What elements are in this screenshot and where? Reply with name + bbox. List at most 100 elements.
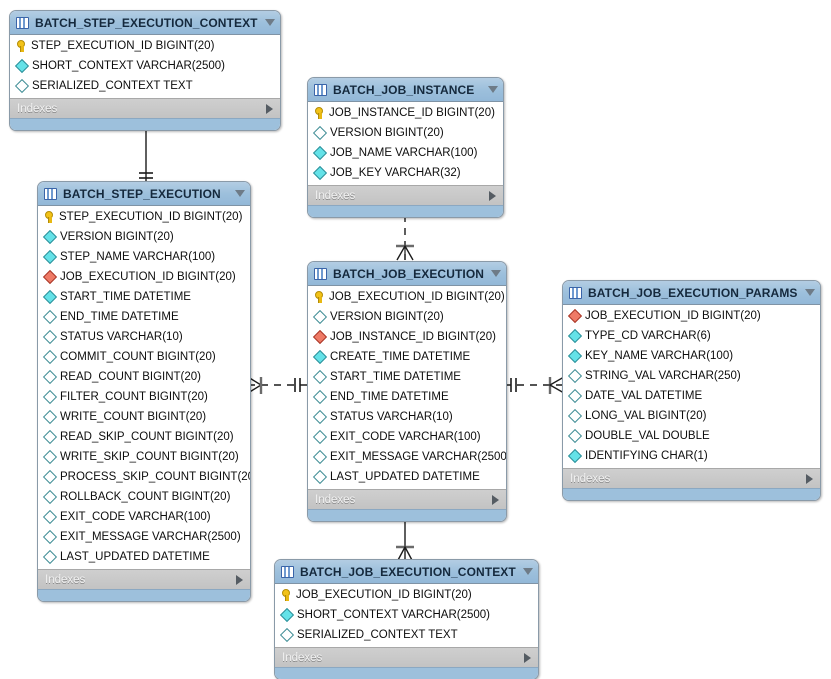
table-row[interactable]: TYPE_CD VARCHAR(6) <box>563 326 820 346</box>
table-row[interactable]: EXIT_CODE VARCHAR(100) <box>38 507 250 527</box>
key-icon <box>315 107 324 119</box>
diamond-icon <box>567 328 583 344</box>
table-batch-job-instance[interactable]: BATCH_JOB_INSTANCE JOB_INSTANCE_ID BIGIN… <box>307 77 504 218</box>
table-row[interactable]: JOB_INSTANCE_ID BIGINT(20) <box>308 103 503 123</box>
column-label: JOB_EXECUTION_ID BIGINT(20) <box>296 588 472 601</box>
column-label: PROCESS_SKIP_COUNT BIGINT(20) <box>60 470 251 483</box>
table-row[interactable]: FILTER_COUNT BIGINT(20) <box>38 387 250 407</box>
chevron-down-icon[interactable] <box>523 568 533 575</box>
table-row[interactable]: VERSION BIGINT(20) <box>308 307 506 327</box>
column-label: STATUS VARCHAR(10) <box>330 410 453 423</box>
relationship-job-execution-step-execution[interactable] <box>246 358 310 412</box>
diamond-icon <box>312 349 328 365</box>
table-row[interactable]: JOB_EXECUTION_ID BIGINT(20) <box>308 287 506 307</box>
table-row[interactable]: STEP_NAME VARCHAR(100) <box>38 247 250 267</box>
table-batch-step-execution-context[interactable]: BATCH_STEP_EXECUTION_CONTEXT STEP_EXECUT… <box>9 10 281 131</box>
table-row[interactable]: WRITE_SKIP_COUNT BIGINT(20) <box>38 447 250 467</box>
indexes-section[interactable]: Indexes <box>308 185 503 205</box>
column-label: JOB_INSTANCE_ID BIGINT(20) <box>329 106 495 119</box>
triangle-right-icon[interactable] <box>524 652 531 663</box>
table-row[interactable]: END_TIME DATETIME <box>38 307 250 327</box>
triangle-right-icon[interactable] <box>492 494 499 505</box>
table-row[interactable]: READ_SKIP_COUNT BIGINT(20) <box>38 427 250 447</box>
table-row[interactable]: STRING_VAL VARCHAR(250) <box>563 366 820 386</box>
column-label: JOB_EXECUTION_ID BIGINT(20) <box>329 290 505 303</box>
table-row[interactable]: JOB_INSTANCE_ID BIGINT(20) <box>308 327 506 347</box>
relationship-job-execution-params[interactable] <box>502 358 566 412</box>
table-row[interactable]: VERSION BIGINT(20) <box>308 123 503 143</box>
indexes-label: Indexes <box>282 651 323 664</box>
triangle-right-icon[interactable] <box>236 574 243 585</box>
table-row[interactable]: WRITE_COUNT BIGINT(20) <box>38 407 250 427</box>
table-row[interactable]: START_TIME DATETIME <box>38 287 250 307</box>
indexes-section[interactable]: Indexes <box>275 647 538 667</box>
table-row[interactable]: JOB_EXECUTION_ID BIGINT(20) <box>38 267 250 287</box>
table-row[interactable]: SERIALIZED_CONTEXT TEXT <box>10 76 280 96</box>
table-row[interactable]: DATE_VAL DATETIME <box>563 386 820 406</box>
column-list: JOB_INSTANCE_ID BIGINT(20) VERSION BIGIN… <box>308 102 503 185</box>
table-header[interactable]: BATCH_STEP_EXECUTION_CONTEXT <box>10 11 280 35</box>
table-row[interactable]: SHORT_CONTEXT VARCHAR(2500) <box>10 56 280 76</box>
diamond-icon <box>42 309 58 325</box>
chevron-down-icon[interactable] <box>488 86 498 93</box>
table-row[interactable]: END_TIME DATETIME <box>308 387 506 407</box>
table-row[interactable]: STATUS VARCHAR(10) <box>308 407 506 427</box>
table-row[interactable]: STEP_EXECUTION_ID BIGINT(20) <box>38 207 250 227</box>
chevron-down-icon[interactable] <box>235 190 245 197</box>
table-row[interactable]: JOB_EXECUTION_ID BIGINT(20) <box>275 585 538 605</box>
chevron-down-icon[interactable] <box>265 19 275 26</box>
key-icon <box>17 40 26 52</box>
table-icon <box>314 83 327 96</box>
table-batch-job-execution-params[interactable]: BATCH_JOB_EXECUTION_PARAMS JOB_EXECUTION… <box>562 280 821 501</box>
triangle-right-icon[interactable] <box>266 103 273 114</box>
table-header[interactable]: BATCH_JOB_EXECUTION <box>308 262 506 286</box>
chevron-down-icon[interactable] <box>491 270 501 277</box>
table-row[interactable]: VERSION BIGINT(20) <box>38 227 250 247</box>
indexes-label: Indexes <box>17 102 58 115</box>
table-row[interactable]: READ_COUNT BIGINT(20) <box>38 367 250 387</box>
table-row[interactable]: STEP_EXECUTION_ID BIGINT(20) <box>10 36 280 56</box>
table-row[interactable]: LONG_VAL BIGINT(20) <box>563 406 820 426</box>
column-label: SHORT_CONTEXT VARCHAR(2500) <box>297 608 490 621</box>
table-header[interactable]: BATCH_JOB_INSTANCE <box>308 78 503 102</box>
indexes-section[interactable]: Indexes <box>10 98 280 118</box>
table-header[interactable]: BATCH_JOB_EXECUTION_CONTEXT <box>275 560 538 584</box>
table-row[interactable]: LAST_UPDATED DATETIME <box>38 547 250 567</box>
triangle-right-icon[interactable] <box>489 190 496 201</box>
chevron-down-icon[interactable] <box>805 289 815 296</box>
table-batch-step-execution[interactable]: BATCH_STEP_EXECUTION STEP_EXECUTION_ID B… <box>37 181 251 602</box>
table-row[interactable]: ROLLBACK_COUNT BIGINT(20) <box>38 487 250 507</box>
column-label: JOB_NAME VARCHAR(100) <box>330 146 478 159</box>
diamond-icon <box>42 549 58 565</box>
table-row[interactable]: KEY_NAME VARCHAR(100) <box>563 346 820 366</box>
table-title: BATCH_STEP_EXECUTION_CONTEXT <box>35 15 258 30</box>
table-header[interactable]: BATCH_JOB_EXECUTION_PARAMS <box>563 281 820 305</box>
table-row[interactable]: SERIALIZED_CONTEXT TEXT <box>275 625 538 645</box>
table-row[interactable]: JOB_KEY VARCHAR(32) <box>308 163 503 183</box>
table-row[interactable]: CREATE_TIME DATETIME <box>308 347 506 367</box>
table-row[interactable]: JOB_EXECUTION_ID BIGINT(20) <box>563 306 820 326</box>
table-row[interactable]: EXIT_CODE VARCHAR(100) <box>308 427 506 447</box>
indexes-section[interactable]: Indexes <box>38 569 250 589</box>
table-row[interactable]: STATUS VARCHAR(10) <box>38 327 250 347</box>
column-list: STEP_EXECUTION_ID BIGINT(20) VERSION BIG… <box>38 206 250 569</box>
table-row[interactable]: SHORT_CONTEXT VARCHAR(2500) <box>275 605 538 625</box>
table-row[interactable]: EXIT_MESSAGE VARCHAR(2500) <box>308 447 506 467</box>
table-batch-job-execution[interactable]: BATCH_JOB_EXECUTION JOB_EXECUTION_ID BIG… <box>307 261 507 522</box>
triangle-right-icon[interactable] <box>806 473 813 484</box>
column-label: KEY_NAME VARCHAR(100) <box>585 349 734 362</box>
table-row[interactable]: JOB_NAME VARCHAR(100) <box>308 143 503 163</box>
table-row[interactable]: PROCESS_SKIP_COUNT BIGINT(20) <box>38 467 250 487</box>
indexes-section[interactable]: Indexes <box>308 489 506 509</box>
table-row[interactable]: COMMIT_COUNT BIGINT(20) <box>38 347 250 367</box>
indexes-section[interactable]: Indexes <box>563 468 820 488</box>
table-row[interactable]: DOUBLE_VAL DOUBLE <box>563 426 820 446</box>
table-batch-job-execution-context[interactable]: BATCH_JOB_EXECUTION_CONTEXT JOB_EXECUTIO… <box>274 559 539 679</box>
table-row[interactable]: EXIT_MESSAGE VARCHAR(2500) <box>38 527 250 547</box>
table-header[interactable]: BATCH_STEP_EXECUTION <box>38 182 250 206</box>
table-row[interactable]: START_TIME DATETIME <box>308 367 506 387</box>
column-label: START_TIME DATETIME <box>330 370 461 383</box>
table-row[interactable]: LAST_UPDATED DATETIME <box>308 467 506 487</box>
table-row[interactable]: IDENTIFYING CHAR(1) <box>563 446 820 466</box>
